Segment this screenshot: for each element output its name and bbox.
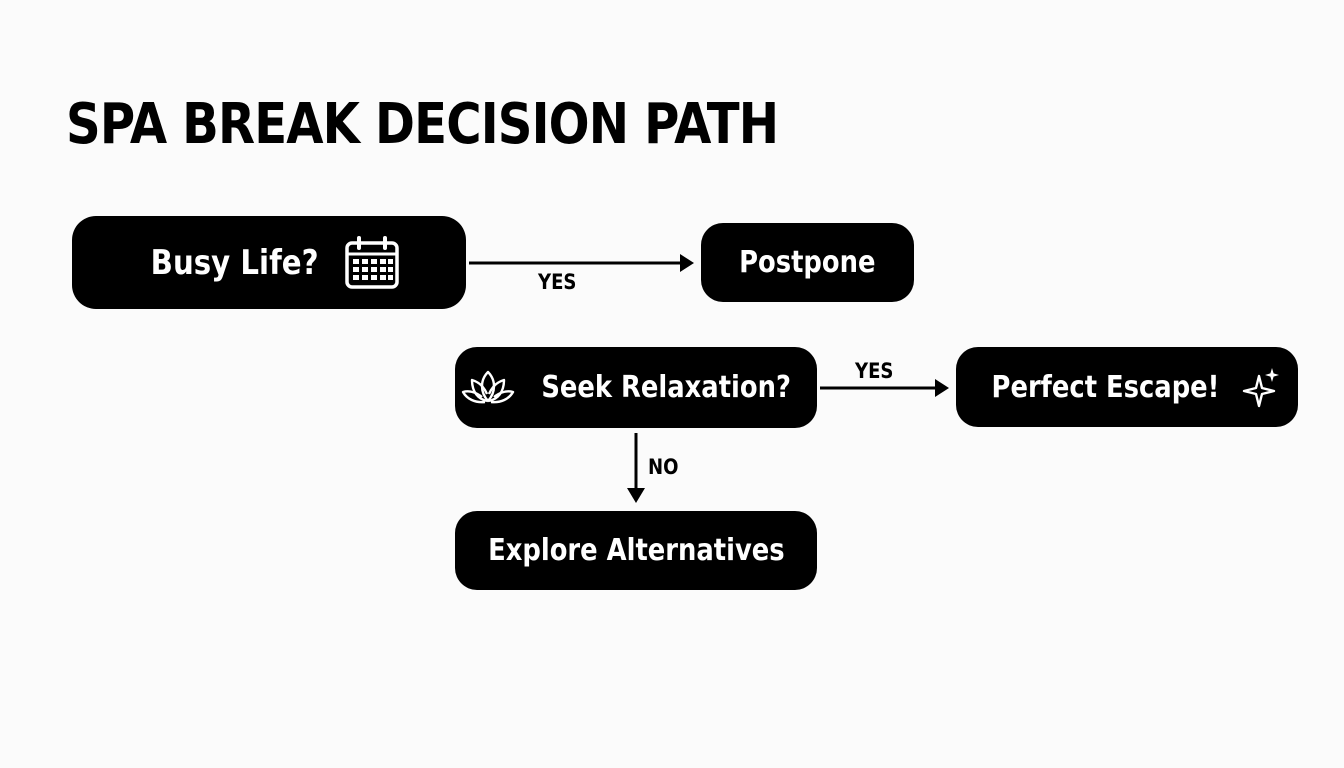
node-postpone-label: Postpone — [739, 245, 876, 280]
lotus-icon — [461, 368, 515, 408]
edge-relax-to-explore — [627, 433, 645, 503]
node-postpone: Postpone — [701, 223, 914, 302]
edge-busy-to-postpone — [469, 254, 694, 272]
node-explore-alternatives: Explore Alternatives — [455, 511, 817, 590]
calendar-icon — [343, 235, 401, 291]
node-perfect-escape-label: Perfect Escape! — [991, 369, 1219, 405]
node-perfect-escape: Perfect Escape! — [956, 347, 1298, 427]
node-busy-life: Busy Life? — [72, 216, 466, 309]
node-seek-relaxation-label: Seek Relaxation? — [541, 370, 791, 405]
node-explore-alternatives-label: Explore Alternatives — [487, 533, 785, 568]
edge-label-relax-no: NO — [648, 455, 679, 479]
sparkles-icon — [1241, 366, 1281, 408]
diagram-title: SPA BREAK DECISION PATH — [66, 92, 779, 157]
node-busy-life-label: Busy Life? — [151, 242, 319, 283]
edge-label-busy-yes: YES — [538, 270, 577, 294]
edge-label-relax-yes: YES — [855, 359, 894, 383]
node-seek-relaxation: Seek Relaxation? — [455, 347, 817, 428]
